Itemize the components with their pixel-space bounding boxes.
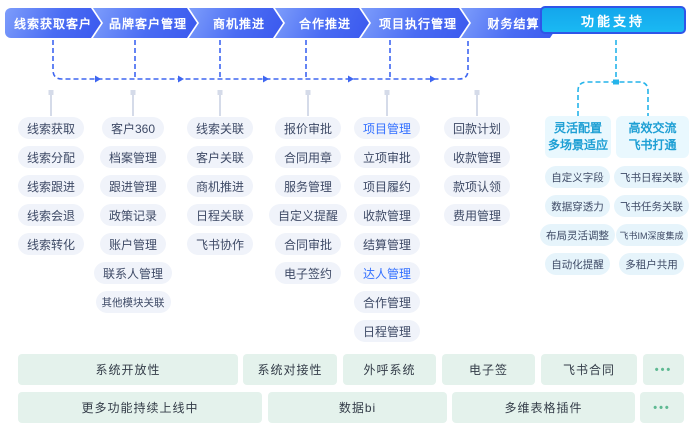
feature-pill: 档案管理 [99,146,166,168]
process-flow: 线索获取客户 品牌客户管理 商机推进 合作推进 项目执行管理 财务结算 [5,8,560,38]
feature-pill: 政策记录 [99,204,166,226]
feature-pill: 线索分配 [17,146,84,168]
feature-pill: 合同审批 [274,233,341,255]
support-connector-bracket [577,81,649,116]
feature-pill: 服务管理 [274,175,341,197]
flow-step-project-execution: 项目执行管理 [361,8,469,38]
more-dots: ••• [643,354,684,385]
support-pill: 飞书IM深度集成 [615,224,688,246]
feature-pill: 客户关联 [186,146,253,168]
support-group-feishu-connect: 高效交流 飞书打通 [616,116,689,158]
bottom-box-more-features: 更多功能持续上线中 [18,392,262,423]
flow-step-lead-acquire-customer: 线索获取客户 [5,8,101,38]
column-brand-customer: 客户360 档案管理 跟进管理 政策记录 账户管理 联系人管理 其他模块关联 [77,117,189,313]
feature-pill: 电子签约 [274,262,341,284]
feature-pill: 项目履约 [353,175,420,197]
feature-pill: 报价审批 [274,117,341,139]
feature-pill: 线索获取 [17,117,84,139]
bottom-box-system-openness: 系统开放性 [18,354,238,385]
column-cooperation: 报价审批 合同用章 服务管理 自定义提醒 合同审批 电子签约 [252,117,364,284]
flow-step-opportunity-advance: 商机推进 [189,8,283,38]
support-pill: 数据穿透力 [545,195,610,217]
feature-pill: 收款管理 [443,146,510,168]
support-column-config: 自定义字段 数据穿透力 布局灵活调整 自动化提醒 [540,166,615,275]
feature-pill: 飞书协作 [186,233,253,255]
support-pill: 飞书日程关联 [614,166,689,188]
feature-pill: 款项认领 [443,175,510,197]
feature-pill-highlight: 项目管理 [353,117,420,139]
flow-step-brand-customer-mgmt: 品牌客户管理 [93,8,197,38]
feature-pill: 费用管理 [443,204,510,226]
feature-pill: 线索会退 [17,204,84,226]
support-button: 功能支持 [540,6,686,34]
feature-pill: 线索跟进 [17,175,84,197]
feature-pill: 结算管理 [353,233,420,255]
bottom-box-feishu-contract: 飞书合同 [541,354,637,385]
support-pill: 自定义字段 [545,166,610,188]
feature-pill: 联系人管理 [93,262,172,284]
bottom-box-bitable-plugin: 多维表格插件 [452,392,635,423]
bottom-box-outbound-call: 外呼系统 [343,354,436,385]
support-pill: 自动化提醒 [545,253,610,275]
flow-connector-main [52,40,469,80]
flow-step-cooperation-advance: 合作推进 [275,8,369,38]
more-dots: ••• [640,392,684,423]
feature-pill: 线索关联 [186,117,253,139]
support-column-feishu: 飞书日程关联 飞书任务关联 飞书IM深度集成 多租户共用 [613,166,690,275]
support-group-flexible-config: 灵活配置 多场景适应 [545,116,611,158]
support-pill: 多租户共用 [619,253,684,275]
bottom-box-data-bi: 数据bi [268,392,447,423]
column-project-execution: 项目管理 立项审批 项目履约 收款管理 结算管理 达人管理 合作管理 日程管理 [331,117,443,342]
bottom-box-system-docking: 系统对接性 [243,354,337,385]
feature-pill: 其他模块关联 [95,291,171,313]
column-connectors [48,90,480,116]
bottom-box-esign: 电子签 [442,354,535,385]
support-pill: 布局灵活调整 [540,224,615,246]
feature-pill: 客户360 [101,117,165,139]
feature-pill: 回款计划 [443,117,510,139]
feature-pill: 收款管理 [353,204,420,226]
feature-pill: 线索转化 [17,233,84,255]
feature-pill: 日程管理 [353,320,420,342]
support-pill: 飞书任务关联 [614,195,689,217]
feature-pill-highlight: 达人管理 [353,262,420,284]
column-lead-acquire: 线索获取 线索分配 线索跟进 线索会退 线索转化 [0,117,102,255]
flow-arrowheads [95,75,436,83]
feature-pill: 日程关联 [186,204,253,226]
support-connector-node [613,79,619,85]
feature-pill: 立项审批 [353,146,420,168]
feature-pill: 合同用章 [274,146,341,168]
feature-pill: 账户管理 [99,233,166,255]
feature-pill: 合作管理 [353,291,420,313]
feature-pill: 跟进管理 [99,175,166,197]
column-opportunity: 线索关联 客户关联 商机推进 日程关联 飞书协作 [164,117,276,255]
feature-pill: 商机推进 [186,175,253,197]
column-finance: 回款计划 收款管理 款项认领 费用管理 [421,117,533,226]
feature-pill: 自定义提醒 [268,204,347,226]
